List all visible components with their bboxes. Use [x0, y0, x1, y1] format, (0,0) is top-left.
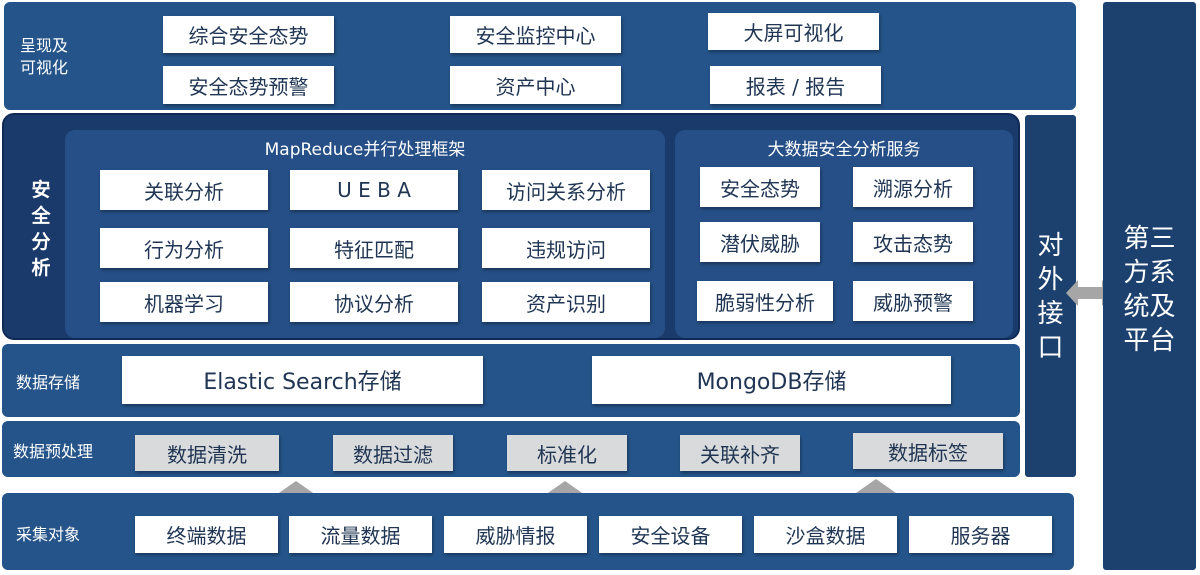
- storage-layer: 数据存储 Elastic Search存储 MongoDB存储: [2, 344, 1020, 417]
- collect-item-5: 服务器: [909, 516, 1052, 553]
- presentation-item-0: 综合安全态势: [163, 16, 334, 53]
- storage-label: 数据存储: [16, 373, 81, 392]
- collect-item-2: 威胁情报: [444, 516, 587, 553]
- collect-label: 采集对象: [16, 525, 81, 544]
- double-arrow-icon: [1066, 280, 1114, 306]
- bigdata-item-4: 脆弱性分析: [697, 281, 833, 321]
- bigdata-item-1: 溯源分析: [853, 167, 973, 207]
- security-analysis-label: 安 全 分 析: [31, 179, 51, 279]
- mapreduce-item-3: 行为分析: [100, 228, 268, 268]
- presentation-layer: 呈现及 可视化 综合安全态势 安全监控中心 大屏可视化 安全态势预警 资产中心 …: [4, 2, 1076, 110]
- storage-item-1: MongoDB存储: [592, 356, 951, 404]
- preprocess-item-4: 数据标签: [853, 433, 1003, 469]
- preprocess-item-3: 关联补齐: [680, 435, 800, 471]
- mapreduce-item-4: 特征匹配: [290, 228, 458, 268]
- bigdata-item-5: 威胁预警: [853, 281, 973, 321]
- storage-item-0: Elastic Search存储: [122, 356, 483, 404]
- presentation-label: 呈现及 可视化: [20, 36, 69, 77]
- bigdata-title: 大数据安全分析服务: [767, 140, 921, 160]
- presentation-item-4: 资产中心: [450, 66, 621, 104]
- mapreduce-item-1: U E B A: [290, 170, 458, 210]
- mapreduce-item-6: 机器学习: [100, 282, 268, 322]
- presentation-item-1: 安全监控中心: [450, 16, 621, 53]
- mapreduce-panel: MapReduce并行处理框架 关联分析 U E B A 访问关系分析 行为分析…: [65, 130, 665, 338]
- preprocess-layer: 数据预处理 数据清洗 数据过滤 标准化 关联补齐 数据标签: [2, 421, 1020, 477]
- bigdata-panel: 大数据安全分析服务 安全态势 溯源分析 潜伏威胁 攻击态势 脆弱性分析 威胁预警: [675, 130, 1013, 338]
- external-interface-label: 对 外 接 口: [1037, 231, 1064, 363]
- preprocess-label: 数据预处理: [13, 442, 94, 461]
- collect-item-1: 流量数据: [289, 516, 432, 553]
- mapreduce-item-7: 协议分析: [290, 282, 458, 322]
- mapreduce-item-5: 违规访问: [482, 228, 650, 268]
- external-interface-column: 对 外 接 口: [1025, 115, 1076, 477]
- collect-layer: 采集对象 终端数据 流量数据 威胁情报 安全设备 沙盒数据 服务器: [2, 493, 1074, 570]
- presentation-item-3: 安全态势预警: [163, 66, 334, 104]
- mapreduce-item-0: 关联分析: [100, 170, 268, 210]
- bigdata-item-3: 攻击态势: [853, 222, 973, 262]
- mapreduce-item-2: 访问关系分析: [482, 170, 650, 210]
- third-party-label: 第三 方系 统及 平台: [1123, 224, 1176, 356]
- mapreduce-item-8: 资产识别: [482, 282, 650, 322]
- bigdata-item-0: 安全态势: [700, 167, 820, 207]
- bigdata-item-2: 潜伏威胁: [700, 222, 820, 262]
- presentation-item-5: 报表 / 报告: [710, 66, 881, 104]
- security-analysis-layer: 安 全 分 析 MapReduce并行处理框架 关联分析 U E B A 访问关…: [2, 113, 1020, 340]
- collect-item-3: 安全设备: [599, 516, 742, 553]
- collect-item-0: 终端数据: [135, 516, 278, 553]
- collect-item-4: 沙盒数据: [754, 516, 897, 553]
- presentation-item-2: 大屏可视化: [708, 13, 879, 50]
- preprocess-item-0: 数据清洗: [135, 435, 279, 471]
- mapreduce-title: MapReduce并行处理框架: [264, 140, 466, 160]
- preprocess-item-1: 数据过滤: [333, 435, 453, 471]
- preprocess-item-2: 标准化: [507, 435, 627, 471]
- third-party-column: 第三 方系 统及 平台: [1103, 2, 1196, 570]
